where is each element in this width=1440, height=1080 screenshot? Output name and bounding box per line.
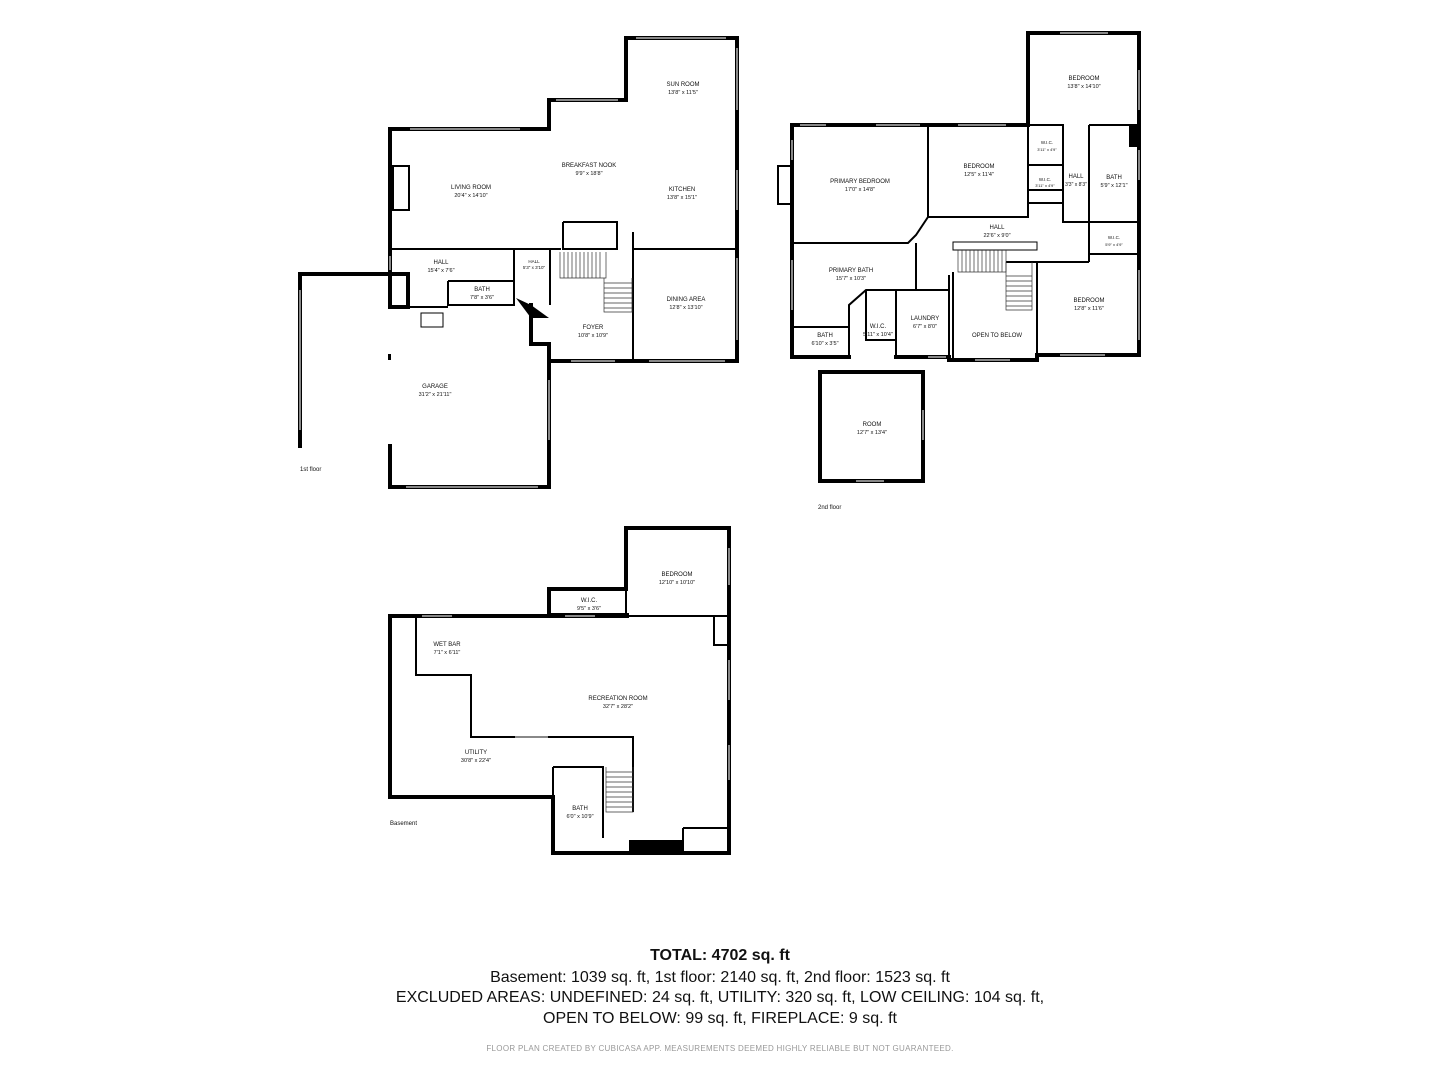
room-name-bedroom-mid: BEDROOM <box>963 164 994 170</box>
floor-label-first: 1st floor <box>300 467 321 473</box>
room-dim-recreation-room: 32'7" x 28'2" <box>603 704 633 710</box>
room-dim-wic-3: 5'9" x 4'9" <box>1105 242 1123 247</box>
room-name-bath: BATH <box>474 287 490 293</box>
room-name-sun-room: SUN ROOM <box>667 82 700 88</box>
room-name-bedroom: BEDROOM <box>661 572 692 578</box>
room-dim-bath-ne: 5'9" x 12'1" <box>1100 183 1127 189</box>
room-name-hall: HALL <box>989 225 1005 231</box>
room-dim-bedroom-se: 12'8" x 11'6" <box>1074 306 1104 312</box>
room-name-open-to-below: OPEN TO BELOW <box>972 333 1022 339</box>
room-name-garage: GARAGE <box>422 384 448 390</box>
room-name-wic-1: W.I.C. <box>1041 140 1053 145</box>
room-dim-bedroom-mid: 12'5" x 11'4" <box>964 172 994 178</box>
room-name-kitchen: KITCHEN <box>669 187 695 193</box>
credit-note: FLOOR PLAN CREATED BY CUBICASA APP. MEAS… <box>486 1044 954 1053</box>
room-dim-hall-small: 3'3" x 8'3" <box>1065 182 1087 188</box>
room-name-foyer: FOYER <box>583 325 604 331</box>
room-name-utility: UTILITY <box>465 750 487 756</box>
room-name-wet-bar: WET BAR <box>433 642 461 648</box>
room-name-bath-ne: BATH <box>1106 175 1122 181</box>
room-dim-utility: 30'8" x 22'4" <box>461 758 491 764</box>
room-dim-dining-area: 12'8" x 13'10" <box>669 305 702 311</box>
room-name-hall: HALL <box>433 260 449 266</box>
room-name-bedroom-se: BEDROOM <box>1073 298 1104 304</box>
excluded-areas-continued: OPEN TO BELOW: 99 sq. ft, FIREPLACE: 9 s… <box>543 1010 897 1027</box>
room-dim-bedroom-ne: 13'8" x 14'10" <box>1067 84 1100 90</box>
second-floor-plan: BEDROOM 13'8" x 14'10" PRIMARY BEDROOM 1… <box>777 31 1141 511</box>
room-dim-bath: 6'0" x 10'9" <box>566 814 593 820</box>
room-dim-wic-primary: 5'11" x 10'4" <box>863 332 893 338</box>
room-name-bath: BATH <box>572 806 588 812</box>
room-name-hall-small: HALL <box>528 259 540 264</box>
room-name-wic-3: W.I.C. <box>1108 235 1120 240</box>
room-dim-foyer: 10'8" x 10'9" <box>578 333 608 339</box>
room-dim-wet-bar: 7'1" x 6'11" <box>434 650 461 656</box>
room-dim-bath-small: 6'10" x 3'5" <box>811 341 838 347</box>
room-dim-wic-2: 3'11" x 4'9" <box>1035 183 1055 188</box>
room-name-laundry: LAUNDRY <box>911 316 940 322</box>
room-name-hall-small: HALL <box>1068 174 1084 180</box>
floor-label-basement: Basement <box>390 821 417 827</box>
room-dim-laundry: 6'7" x 8'0" <box>913 324 937 330</box>
room-dim-garage: 31'2" x 21'11" <box>419 392 452 398</box>
room-dim-sun-room: 13'8" x 11'5" <box>668 90 698 96</box>
room-name-living-room: LIVING ROOM <box>451 185 491 191</box>
room-dim-hall: 22'6" x 9'0" <box>983 233 1010 239</box>
room-name-dining-area: DINING AREA <box>667 297 706 303</box>
room-dim-hall: 15'4" x 7'6" <box>427 268 454 274</box>
total-area: TOTAL: 4702 sq. ft <box>650 947 790 964</box>
room-dim-hall-small: 5'3" x 3'10" <box>523 265 546 270</box>
room-name-breakfast-nook: BREAKFAST NOOK <box>562 163 617 169</box>
room-name-wic-2: W.I.C. <box>1039 177 1051 182</box>
room-dim-wic-1: 3'11" x 4'9" <box>1037 147 1057 152</box>
room-dim-room: 12'7" x 13'4" <box>857 430 887 436</box>
room-name-bedroom-ne: BEDROOM <box>1068 76 1099 82</box>
room-name-wic-primary: W.I.C. <box>870 324 887 330</box>
room-dim-kitchen: 13'8" x 15'1" <box>667 195 697 201</box>
room-name-bath-small: BATH <box>817 333 833 339</box>
floor-area-breakdown: Basement: 1039 sq. ft, 1st floor: 2140 s… <box>490 969 950 986</box>
room-name-primary-bath: PRIMARY BATH <box>829 268 873 274</box>
excluded-areas: EXCLUDED AREAS: UNDEFINED: 24 sq. ft, UT… <box>395 989 1045 1006</box>
room-dim-bedroom: 12'10" x 10'10" <box>659 580 695 586</box>
basement-plan: BEDROOM 12'10" x 10'10" W.I.C. 9'5" x 3'… <box>388 526 731 855</box>
room-name-room: ROOM <box>863 422 882 428</box>
room-dim-primary-bedroom: 17'0" x 14'8" <box>845 187 875 193</box>
room-name-wic: W.I.C. <box>581 598 598 604</box>
room-dim-breakfast-nook: 9'9" x 18'8" <box>575 171 602 177</box>
room-dim-primary-bath: 15'7" x 10'3" <box>836 276 866 282</box>
room-name-recreation-room: RECREATION ROOM <box>588 696 647 702</box>
room-name-primary-bedroom: PRIMARY BEDROOM <box>830 179 890 185</box>
floor-label-second: 2nd floor <box>818 505 841 511</box>
room-dim-living-room: 20'4" x 14'10" <box>454 193 487 199</box>
room-dim-wic: 9'5" x 3'6" <box>577 606 601 612</box>
room-dim-bath: 7'8" x 3'6" <box>470 295 494 301</box>
first-floor-plan: SUN ROOM 13'8" x 11'5" BREAKFAST NOOK 9'… <box>298 36 739 489</box>
